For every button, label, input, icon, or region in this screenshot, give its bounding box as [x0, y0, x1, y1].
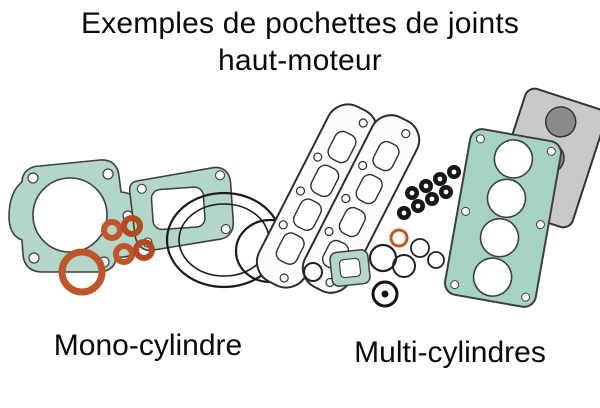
caption-mono-cylindre: Mono-cylindre — [53, 329, 243, 362]
multi-head-gasket — [444, 128, 562, 308]
caption-multi-cylindres: Multi-cylindres — [354, 336, 546, 369]
page-title-line2: haut-moteur — [218, 43, 382, 77]
page-title-line1: Exemples de pochettes de joints — [80, 7, 520, 40]
multi-small-gasket — [329, 249, 371, 287]
valve-cover-gasket-b — [301, 114, 421, 294]
valve-stem-seals — [397, 165, 461, 220]
multi-o-rings — [303, 228, 445, 308]
mono-o-rings — [58, 215, 155, 296]
multi-cylinder-kit-illustration — [255, 87, 600, 308]
page-title: Exemples de pochettes de joints haut-mot… — [0, 6, 600, 79]
mono-head-gasket — [8, 159, 142, 273]
mono-cylinder-kit-illustration — [8, 159, 306, 296]
valve-cover-gasket-a — [255, 103, 379, 289]
